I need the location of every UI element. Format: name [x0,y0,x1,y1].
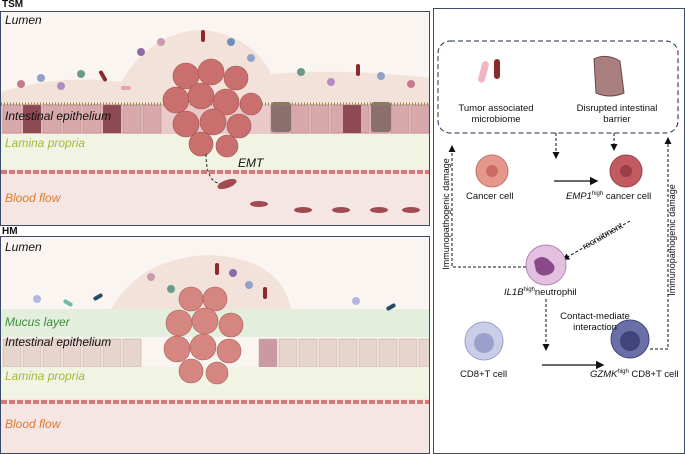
hm-tumor-mass [163,286,244,385]
gzmk-sup: high [617,369,629,375]
immuno-right-label: Immunopathogenic damage [666,184,677,296]
immuno-left-label: Immunopathogenic damage [440,158,451,270]
il1b-neutrophil-label: IL1Bhighneutrophil [504,287,577,298]
emp1-cancer-cell-label: EMP1high cancer cell [566,191,651,202]
barrier-cell-icon [593,55,625,97]
hm-mucus-label: Mucus layer [5,315,70,329]
cd8-label: CD8+T cell [460,369,508,380]
tsm-illustration [1,30,429,225]
tsm-lamina-label: Lamina propria [5,136,86,150]
tsm-epithelium-label: Intestinal epithelium [5,109,112,123]
hm-lumen-label: Lumen [5,240,42,254]
gzmk-gene: GZMK [590,369,618,381]
hm-illustration [1,255,429,453]
hm-epithelium-label: Intestinal epithelium [5,335,112,349]
il1b-sup: high [523,287,535,293]
microbiome-icon [478,59,500,83]
cancer-cell-label: Cancer cell [466,191,514,202]
tsm-panel: Lumen Intestinal epithelium Lamina propr… [0,11,430,226]
gzmk-cd8-label: GZMKhigh CD8+T cell [590,369,679,380]
tsm-blood-label: Blood flow [5,191,61,205]
gzmk-rest: CD8+T cell [628,369,679,381]
emp1-rest: cancer cell [603,191,652,203]
tumor-microbiome-label: Tumor associated microbiome [458,103,534,125]
mechanism-illustration [437,40,679,370]
hm-lamina-label: Lamina propria [5,369,86,383]
emp1-sup: high [591,191,604,197]
hm-panel: Lumen Mucus layer Intestinal epithelium … [0,236,430,454]
emt-label: EMT [238,156,264,170]
barrier-label: Disrupted intestinal barrier [576,103,658,125]
emp1-gene: EMP1 [566,191,592,203]
contact-label: Contact-mediate interaction [560,311,630,333]
mechanism-panel: Tumor associated microbiome Disrupted in… [433,8,685,454]
il1b-rest: neutrophil [534,287,577,299]
panel-tag-hm: HM [2,226,18,237]
tsm-lumen-label: Lumen [5,13,42,27]
tumor-mass [162,58,263,158]
il1b-gene: IL1B [504,287,524,299]
hm-blood-label: Blood flow [5,417,61,431]
panel-tag-tsm: TSM [2,0,24,10]
